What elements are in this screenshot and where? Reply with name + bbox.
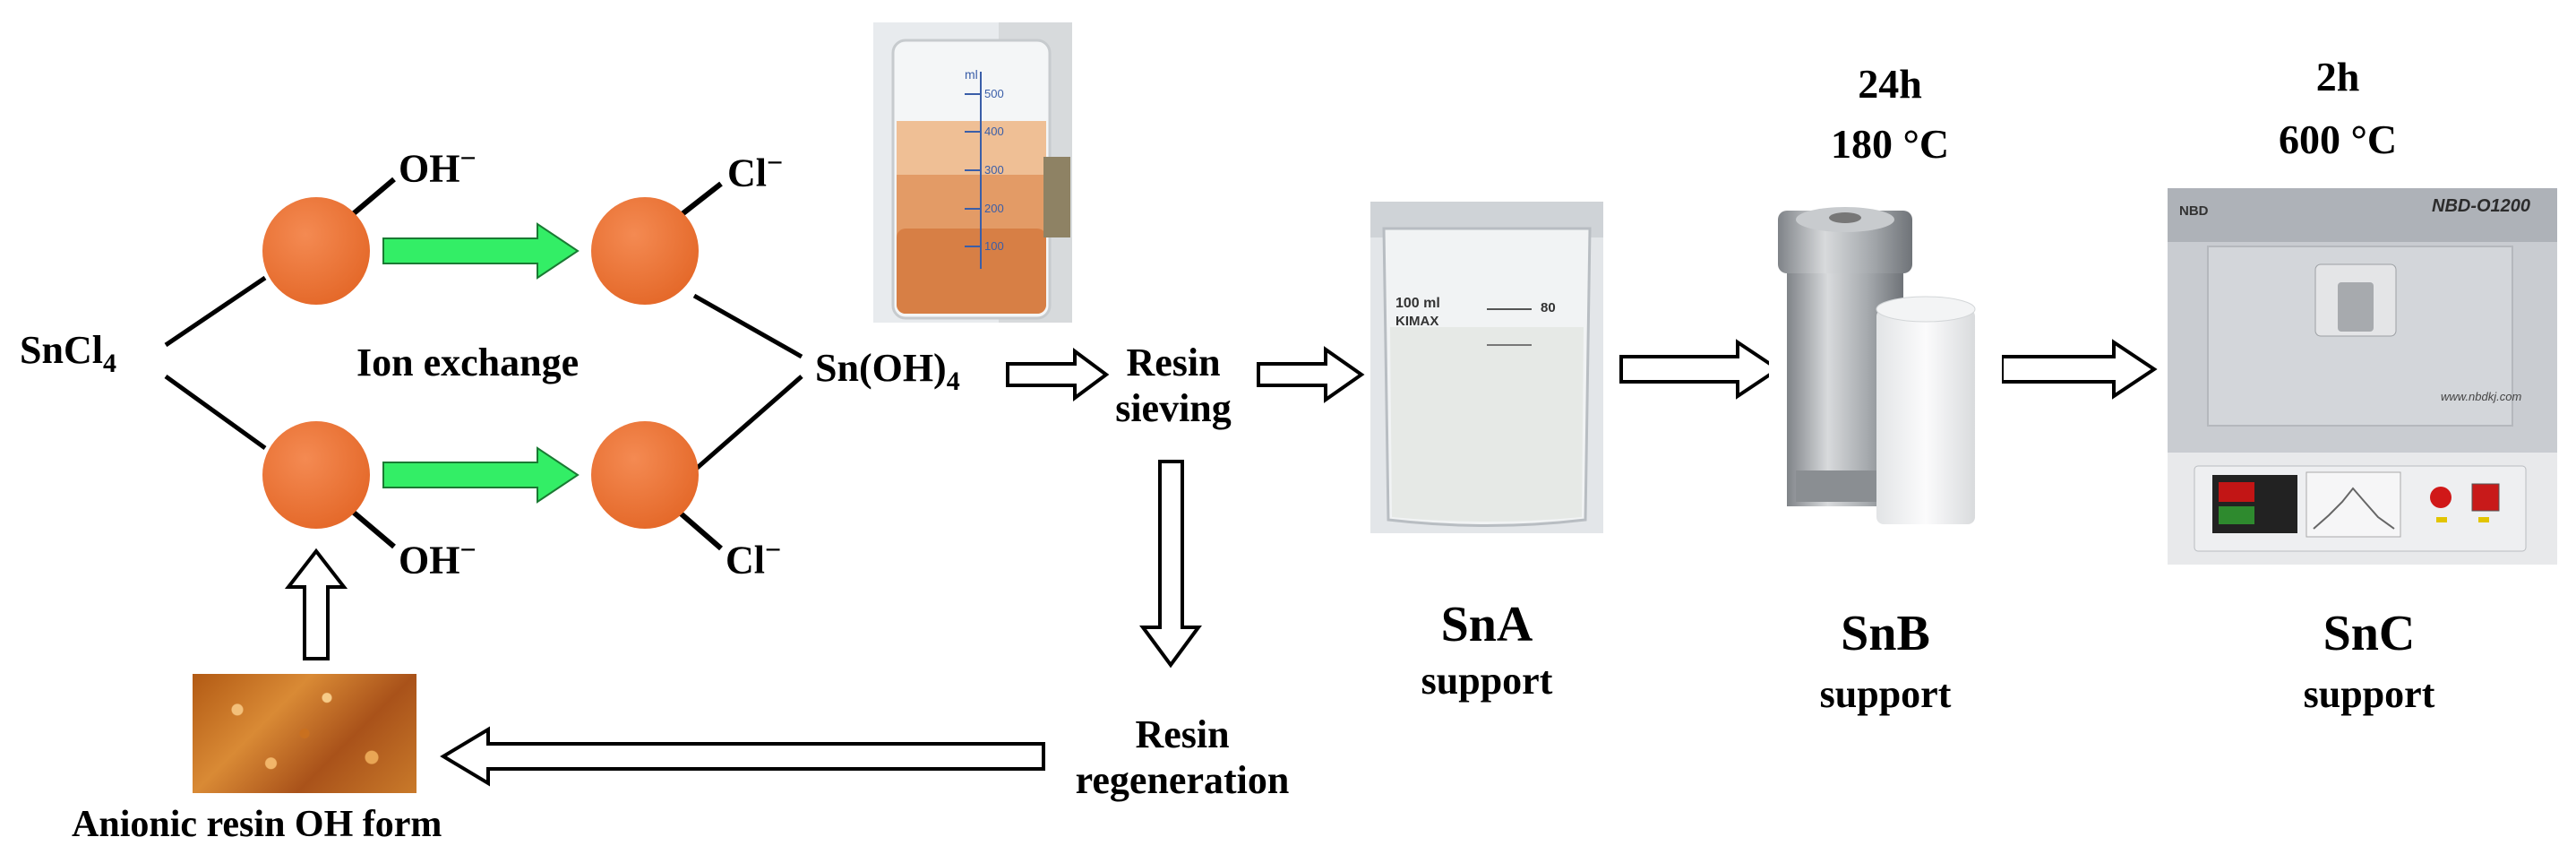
sna-beaker-mark-brand: KIMAX bbox=[1395, 314, 1439, 329]
merge-line-top bbox=[692, 293, 803, 359]
furnace-url: www.nbdkj.com bbox=[2441, 390, 2522, 403]
beaker-scale-100: 100 bbox=[984, 239, 1004, 253]
bond-oh-top bbox=[346, 177, 396, 221]
snb-time: 24h bbox=[1858, 61, 1922, 107]
resin-ball-top-right bbox=[591, 197, 699, 305]
resin-photo bbox=[193, 674, 416, 793]
label-cl-top: Cl− bbox=[727, 146, 784, 195]
label-snoh4: Sn(OH)4 bbox=[815, 346, 960, 396]
sna-subtitle: support bbox=[1421, 659, 1553, 703]
exchange-arrow-top bbox=[382, 222, 580, 280]
sna-beaker-mark-80: 80 bbox=[1541, 300, 1556, 315]
label-ion-exchange: Ion exchange bbox=[356, 341, 580, 384]
snb-temp: 180 °C bbox=[1830, 121, 1950, 167]
arrow-to-sna bbox=[1257, 346, 1365, 403]
branch-line-top-left bbox=[164, 275, 267, 348]
beaker-scale-500: 500 bbox=[984, 87, 1004, 100]
branch-line-bottom-left bbox=[164, 374, 267, 451]
label-sncl4: SnCl4 bbox=[20, 328, 116, 378]
resin-ball-bottom-left bbox=[262, 421, 370, 529]
resin-ball-top-left bbox=[262, 197, 370, 305]
snb-subtitle: support bbox=[1819, 672, 1952, 716]
beaker-scale-ml: ml bbox=[965, 67, 978, 82]
label-oh-bottom: OH− bbox=[399, 533, 477, 583]
snc-temp: 600 °C bbox=[2278, 117, 2398, 162]
beaker-scale-300: 300 bbox=[984, 163, 1004, 177]
sna-beaker-photo: 100 ml KIMAX 80 bbox=[1370, 202, 1603, 533]
snb-hydrothermal-photo bbox=[1769, 202, 2002, 533]
label-cl-bottom: Cl− bbox=[726, 533, 782, 583]
merge-line-bottom bbox=[692, 375, 803, 472]
arrow-to-resin-photo bbox=[440, 726, 1045, 787]
resin-ball-bottom-right bbox=[591, 421, 699, 529]
arrow-to-snc bbox=[2000, 339, 2158, 400]
snb-title: SnB bbox=[1841, 606, 1930, 661]
snc-subtitle: support bbox=[2303, 672, 2435, 716]
label-anionic-resin: Anionic resin OH form bbox=[72, 804, 442, 845]
label-oh-top: OH− bbox=[399, 142, 477, 191]
beaker-photo-orange: ml 500 400 300 200 100 bbox=[873, 22, 1072, 323]
beaker-scale-200: 200 bbox=[984, 202, 1004, 215]
sna-title: SnA bbox=[1440, 597, 1533, 652]
arrow-to-regeneration bbox=[1139, 460, 1202, 669]
beaker-scale-400: 400 bbox=[984, 125, 1004, 138]
bond-cl-top bbox=[674, 181, 723, 221]
bond-oh-bottom bbox=[346, 505, 396, 549]
arrow-up-to-resin bbox=[284, 548, 348, 660]
snc-time: 2h bbox=[2315, 54, 2360, 99]
snc-furnace-photo: NBD NBD-O1200 www.nbdkj.com bbox=[2163, 184, 2562, 569]
furnace-brand: NBD bbox=[2179, 203, 2209, 219]
arrow-to-snb bbox=[1619, 339, 1782, 400]
arrow-to-sieving bbox=[1006, 348, 1110, 401]
sna-beaker-mark-volume: 100 ml bbox=[1395, 296, 1440, 311]
exchange-arrow-bottom bbox=[382, 446, 580, 504]
furnace-model: NBD-O1200 bbox=[2432, 196, 2531, 216]
snc-title: SnC bbox=[2323, 606, 2416, 661]
